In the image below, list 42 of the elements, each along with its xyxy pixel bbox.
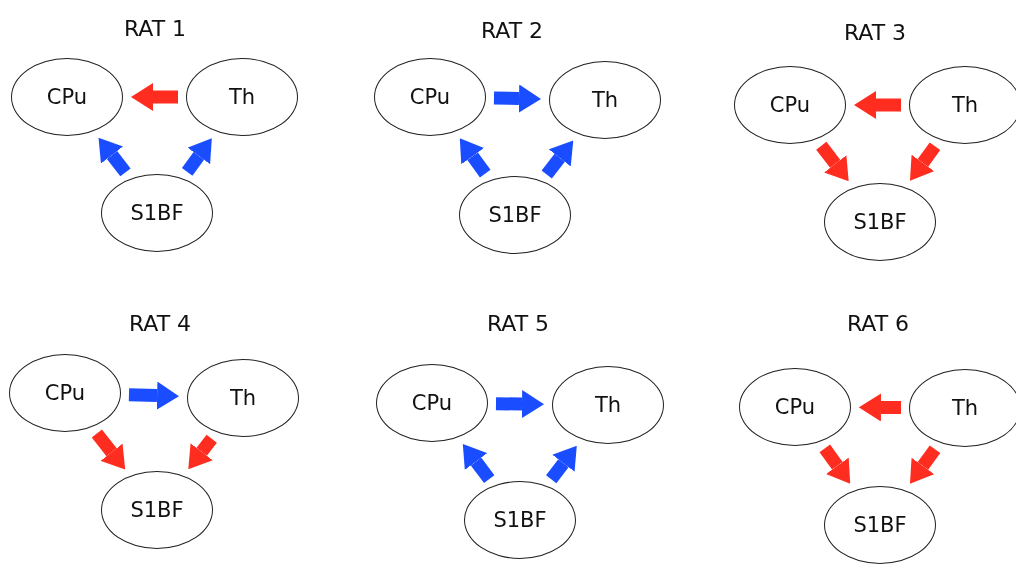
region-label: S1BF bbox=[488, 203, 542, 227]
panel-title: RAT 2 bbox=[480, 18, 544, 43]
arrow bbox=[546, 445, 577, 484]
region-label: Th bbox=[591, 88, 619, 112]
region-label: Th bbox=[951, 93, 979, 117]
arrow bbox=[859, 393, 902, 422]
panel-title: RAT 6 bbox=[846, 311, 910, 336]
arrow bbox=[910, 445, 941, 484]
region-label: CPu bbox=[409, 85, 451, 109]
arrow bbox=[910, 142, 941, 181]
region-label: S1BF bbox=[853, 210, 907, 234]
panel-title: RAT 5 bbox=[486, 311, 550, 336]
region-label: Th bbox=[594, 393, 622, 417]
region-label: CPu bbox=[46, 85, 88, 109]
arrow bbox=[495, 390, 544, 418]
region-label: S1BF bbox=[853, 513, 907, 537]
region-label: CPu bbox=[769, 93, 811, 117]
region-label: S1BF bbox=[493, 508, 547, 532]
region-label: Th bbox=[951, 396, 979, 420]
arrow bbox=[854, 91, 901, 119]
arrow bbox=[819, 444, 851, 484]
arrow bbox=[98, 137, 131, 177]
region-label: CPu bbox=[411, 391, 453, 415]
arrow bbox=[816, 141, 849, 182]
panel-title: RAT 1 bbox=[123, 16, 187, 41]
arrow bbox=[462, 443, 495, 483]
region-label: CPu bbox=[774, 395, 816, 419]
region-label: Th bbox=[228, 85, 256, 109]
panel-title: RAT 4 bbox=[128, 311, 192, 336]
arrow bbox=[459, 138, 491, 178]
arrow bbox=[493, 84, 541, 113]
arrow bbox=[188, 434, 217, 470]
arrow bbox=[91, 429, 126, 470]
region-label: S1BF bbox=[130, 201, 184, 225]
arrow bbox=[131, 83, 178, 111]
region-label: Th bbox=[229, 386, 257, 410]
arrow bbox=[128, 381, 180, 410]
arrow bbox=[541, 140, 574, 179]
region-label: CPu bbox=[44, 381, 86, 405]
arrow bbox=[181, 138, 212, 176]
panel-title: RAT 3 bbox=[843, 20, 907, 45]
region-label: S1BF bbox=[130, 498, 184, 522]
